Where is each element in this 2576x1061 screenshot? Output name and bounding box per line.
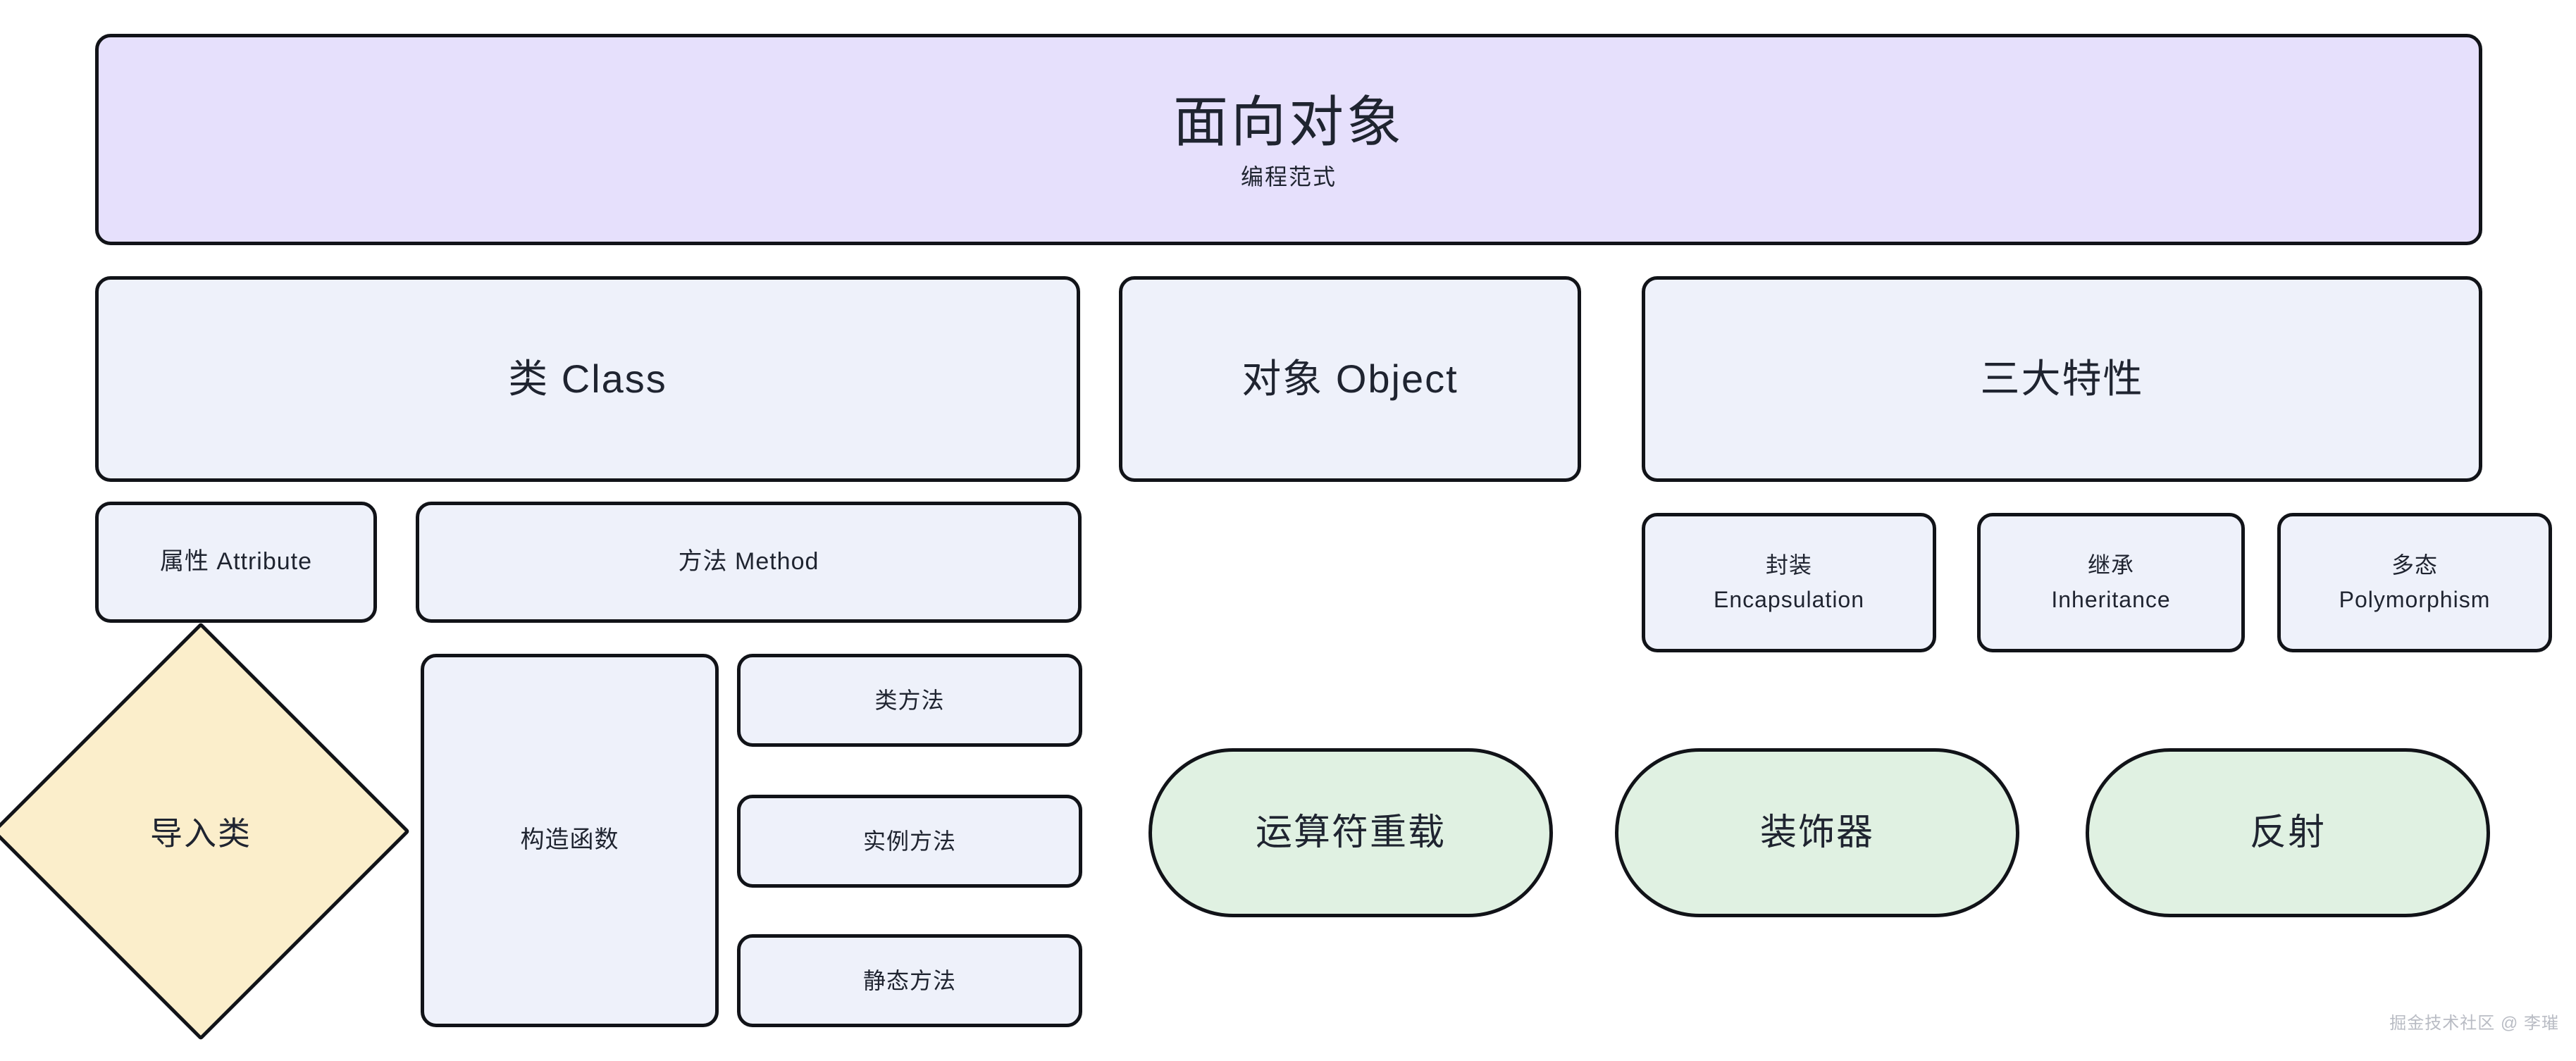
node-three-traits[interactable]: 三大特性 xyxy=(1642,276,2482,482)
node-operator-overloading-label: 运算符重载 xyxy=(1255,812,1446,853)
node-method-label: 方法 Method xyxy=(678,548,819,576)
node-polymorphism-cn: 多态 xyxy=(2391,552,2438,578)
node-encapsulation-en: Encapsulation xyxy=(1713,587,1865,612)
node-decorator[interactable]: 装饰器 xyxy=(1615,748,2019,917)
node-decorator-label: 装饰器 xyxy=(1759,812,1874,853)
header-node-object-oriented[interactable]: 面向对象 编程范式 xyxy=(95,34,2482,245)
watermark-credit: 掘金技术社区 @ 李璀 xyxy=(2389,1014,2559,1033)
node-polymorphism-en: Polymorphism xyxy=(2339,587,2491,612)
node-polymorphism[interactable]: 多态 Polymorphism xyxy=(2277,513,2552,652)
node-three-traits-label: 三大特性 xyxy=(1980,356,2144,402)
node-class-label: 类 Class xyxy=(508,356,667,402)
node-constructor-label: 构造函数 xyxy=(520,826,619,854)
node-operator-overloading[interactable]: 运算符重载 xyxy=(1148,748,1553,917)
node-attribute[interactable]: 属性 Attribute xyxy=(95,502,377,623)
node-inheritance-cn: 继承 xyxy=(2087,552,2134,578)
node-inheritance-en: Inheritance xyxy=(2051,587,2171,612)
page-subtitle: 编程范式 xyxy=(1240,164,1337,190)
node-static-method[interactable]: 静态方法 xyxy=(737,934,1082,1027)
node-encapsulation-cn: 封装 xyxy=(1765,552,1812,578)
node-class-method-label: 类方法 xyxy=(874,687,945,713)
node-attribute-label: 属性 Attribute xyxy=(159,548,313,576)
node-instance-method-label: 实例方法 xyxy=(862,828,956,854)
node-method[interactable]: 方法 Method xyxy=(416,502,1082,623)
node-encapsulation[interactable]: 封装 Encapsulation xyxy=(1642,513,1936,652)
node-instance-method[interactable]: 实例方法 xyxy=(737,795,1082,888)
node-object[interactable]: 对象 Object xyxy=(1119,276,1581,482)
node-inheritance[interactable]: 继承 Inheritance xyxy=(1977,513,2245,652)
node-import-class-label: 导入类 xyxy=(150,815,252,852)
node-reflection-label: 反射 xyxy=(2249,812,2326,853)
node-constructor[interactable]: 构造函数 xyxy=(421,654,719,1027)
node-class-method[interactable]: 类方法 xyxy=(737,654,1082,747)
page-title: 面向对象 xyxy=(1172,90,1404,153)
node-class[interactable]: 类 Class xyxy=(95,276,1080,482)
node-import-class[interactable]: 导入类 xyxy=(0,622,410,1041)
node-object-label: 对象 Object xyxy=(1241,356,1459,402)
node-static-method-label: 静态方法 xyxy=(862,967,956,993)
node-reflection[interactable]: 反射 xyxy=(2086,748,2490,917)
